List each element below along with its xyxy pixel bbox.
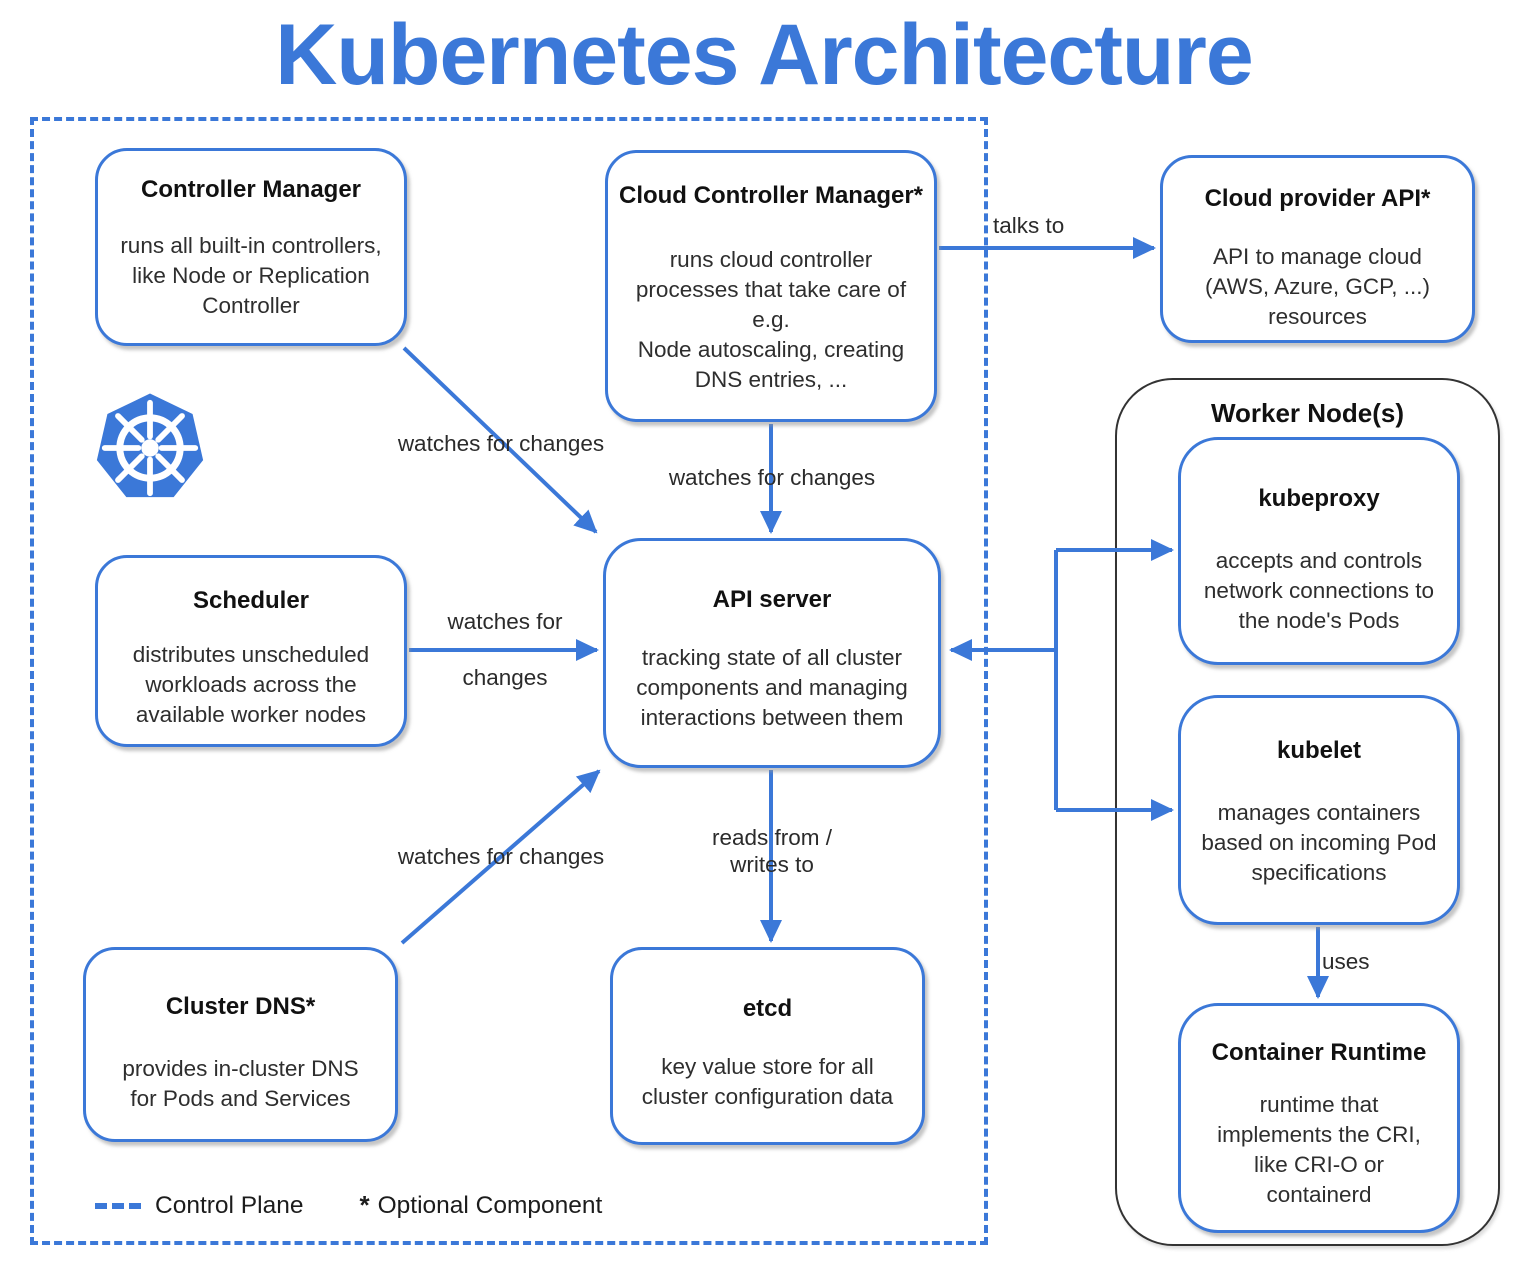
edge-label-watches-cluster-dns: watches for changes (397, 844, 605, 869)
node-scheduler: Scheduler distributes unscheduled worklo… (95, 555, 407, 747)
node-body: manages containers based on incoming Pod… (1201, 800, 1437, 885)
control-plane-boundary (30, 117, 988, 1245)
node-title: Controller Manager (140, 176, 362, 203)
legend: Control Plane * Optional Component (95, 1190, 602, 1221)
node-body: accepts and controls network connections… (1203, 548, 1435, 633)
kubernetes-logo-icon (96, 393, 204, 498)
node-kubeproxy: kubeproxy accepts and controls network c… (1178, 437, 1460, 665)
legend-control-plane-label: Control Plane (155, 1191, 304, 1219)
node-title: kubelet (1276, 737, 1362, 764)
node-controller-manager: Controller Manager runs all built-in con… (95, 148, 407, 346)
node-title: etcd (742, 995, 793, 1022)
edge-label-watches-scheduler-line1: watches for (447, 609, 563, 634)
node-title: Cluster DNS* (165, 993, 316, 1020)
node-body: distributes unscheduled workloads across… (132, 642, 370, 727)
node-title: API server (712, 586, 832, 613)
edge-label-talks-to: talks to (993, 213, 1065, 238)
edge-label-watches-scheduler-line2: changes (462, 665, 548, 690)
node-body: provides in-cluster DNS for Pods and Ser… (122, 1056, 359, 1111)
node-title: kubeproxy (1258, 485, 1380, 512)
edge-label-watches-cloud-controller-manager: watches for changes (668, 465, 876, 490)
node-body: key value store for all cluster configur… (641, 1054, 894, 1109)
node-body: API to manage cloud (AWS, Azure, GCP, ..… (1204, 244, 1431, 329)
page-title: Kubernetes Architecture (275, 7, 1253, 103)
node-etcd: etcd key value store for all cluster con… (610, 947, 925, 1145)
node-api-server: API server tracking state of all cluster… (603, 538, 941, 768)
node-cloud-controller-manager: Cloud Controller Manager* runs cloud con… (605, 150, 937, 422)
legend-optional-label: Optional Component (377, 1191, 603, 1219)
node-title: Cloud provider API* (1204, 185, 1431, 212)
node-title: Container Runtime (1211, 1039, 1427, 1066)
edge-label-uses: uses (1322, 949, 1370, 974)
node-kubelet: kubelet manages containers based on inco… (1178, 695, 1460, 925)
node-body: runs cloud controller processes that tak… (635, 247, 907, 392)
edge-label-watches-controller-manager: watches for changes (397, 431, 605, 456)
edge-label-reads-writes: reads from / writes to (711, 825, 833, 877)
legend-optional-marker: * (359, 1190, 370, 1220)
node-cloud-provider-api: Cloud provider API* API to manage cloud … (1160, 155, 1475, 343)
node-container-runtime: Container Runtime runtime that implement… (1178, 1003, 1460, 1233)
node-body: runtime that implements the CRI, like CR… (1217, 1092, 1421, 1207)
worker-node-title: Worker Node(s) (1210, 398, 1405, 428)
node-body: runs all built-in controllers, like Node… (120, 233, 382, 318)
control-plane-dash-icon (95, 1202, 141, 1209)
node-title: Scheduler (192, 587, 310, 614)
node-cluster-dns: Cluster DNS* provides in-cluster DNS for… (83, 947, 398, 1142)
node-title: Cloud Controller Manager* (618, 182, 924, 209)
node-body: tracking state of all cluster components… (636, 645, 908, 730)
